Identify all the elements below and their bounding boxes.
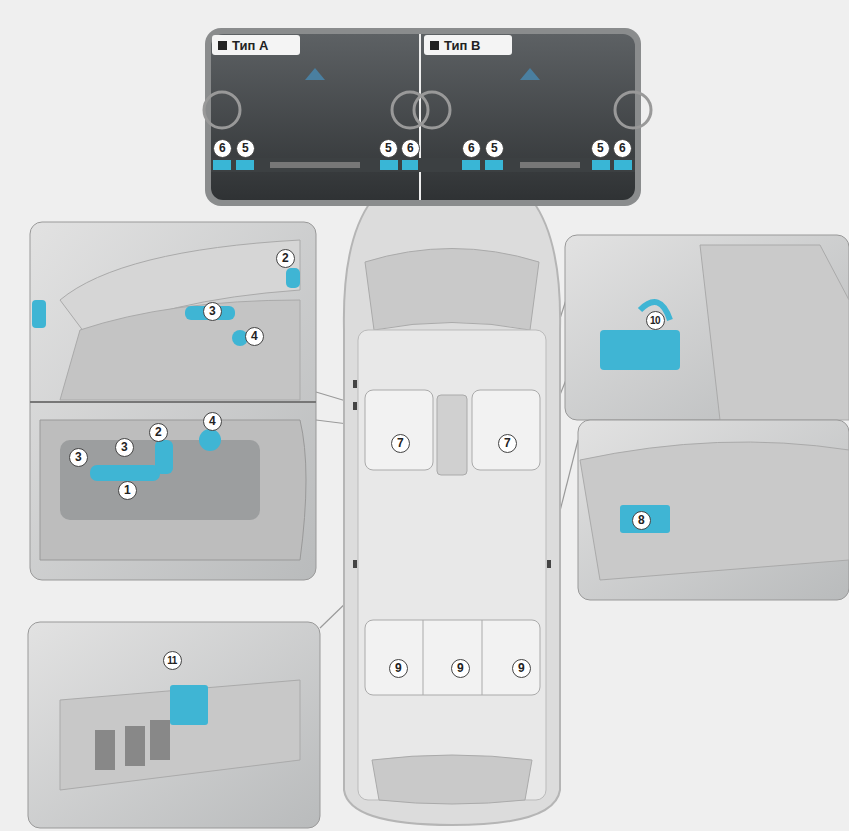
callout-number: 8: [632, 511, 651, 530]
callout-number: 6: [613, 139, 632, 158]
type-tag: Тип A: [212, 35, 300, 55]
callout-number: 7: [391, 434, 410, 453]
callout-number: 2: [276, 249, 295, 268]
bullet-square: [430, 41, 439, 50]
callout-number: 9: [512, 659, 531, 678]
callout-number: 6: [401, 139, 420, 158]
callout-number: 5: [379, 139, 398, 158]
callout-number: 7: [498, 434, 517, 453]
callout-number: 1: [118, 481, 137, 500]
car-body: [344, 190, 560, 825]
callout-number: 10: [646, 311, 665, 330]
door-inset: [28, 622, 320, 828]
callout-number: 9: [451, 659, 470, 678]
callout-number: 5: [236, 139, 255, 158]
callout-number: 3: [115, 438, 134, 457]
callout-number: 4: [203, 412, 222, 431]
callout-number: 2: [149, 423, 168, 442]
callout-number: 9: [389, 659, 408, 678]
callout-number: 4: [245, 327, 264, 346]
callout-number: 6: [213, 139, 232, 158]
callout-number: 5: [591, 139, 610, 158]
seat-inset: [30, 222, 316, 580]
callout-number: 3: [69, 448, 88, 467]
climate-panel: [204, 28, 651, 206]
type-tag: Тип B: [424, 35, 512, 55]
callout-number: 6: [462, 139, 481, 158]
type-heading: Тип A: [232, 38, 268, 53]
callout-number: 11: [163, 651, 182, 670]
rear-seat-inset: [565, 235, 849, 600]
callout-number: 5: [485, 139, 504, 158]
bullet-square: [218, 41, 227, 50]
callout-number: 3: [203, 302, 222, 321]
type-heading: Тип B: [444, 38, 480, 53]
